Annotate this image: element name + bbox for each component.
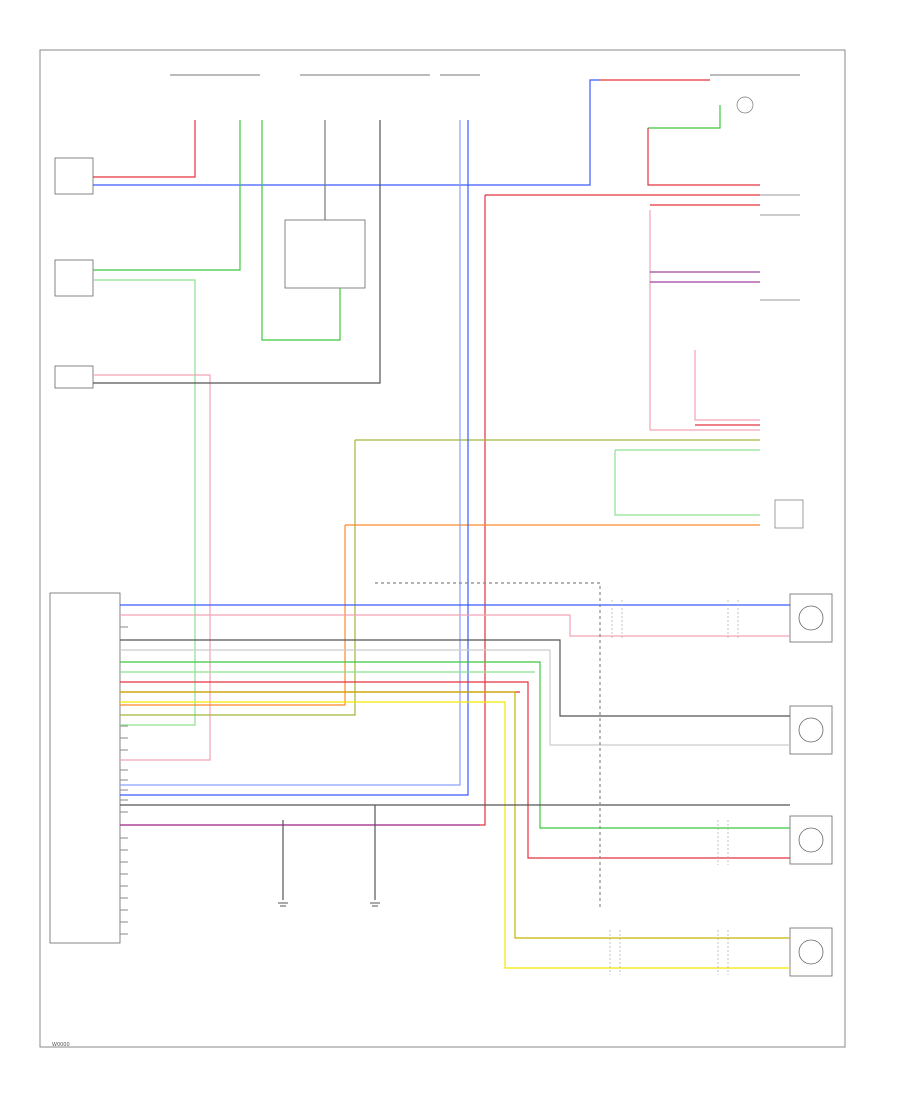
connector-markers: [609, 600, 739, 975]
left-sensor-2: [54, 259, 94, 297]
footer-code: W0000: [52, 1042, 70, 1048]
diagram-border: [39, 49, 846, 1048]
abs-ecu-box: [49, 592, 121, 944]
ecu-pin-ticks: [120, 604, 128, 935]
left-sensor-1: [54, 157, 94, 195]
center-relay-box: [284, 219, 366, 289]
wires: [93, 79, 790, 969]
left-sensor-3: [54, 365, 94, 389]
wheel-sensors: [789, 593, 833, 977]
ground-symbols: [278, 902, 380, 907]
right-components: [736, 96, 804, 529]
